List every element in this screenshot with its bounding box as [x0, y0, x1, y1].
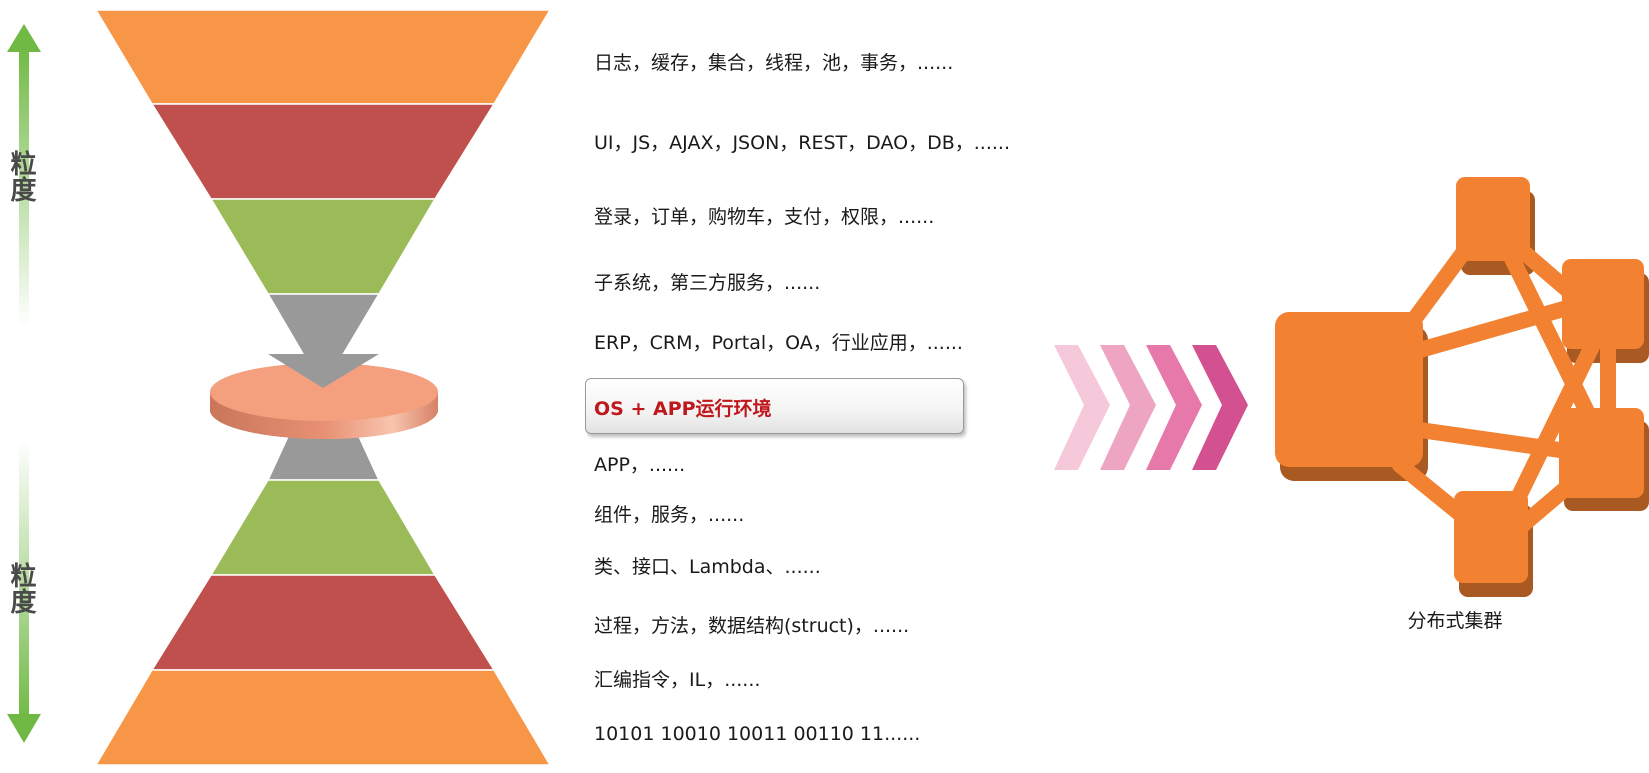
chevron-4: [1192, 345, 1248, 470]
cluster-node-bottom: [1454, 491, 1528, 583]
layer-label-11: 10101 10010 10011 00110 11......: [594, 723, 921, 745]
top-layer-3: [209, 198, 437, 295]
cluster-node-top: [1456, 177, 1530, 261]
runtime-highlight-box: OS + APP运行环境: [585, 378, 964, 434]
layer-label-9: 过程，方法，数据结构(struct)，......: [594, 615, 910, 637]
chevron-arrows-icon: [1054, 345, 1248, 470]
layer-label-1: 日志，缓存，集合，线程，池，事务，......: [594, 52, 954, 74]
layer-label-6: APP，......: [594, 454, 686, 476]
runtime-disc: [210, 354, 438, 439]
layer-label-4: 子系统，第三方服务，......: [594, 272, 821, 294]
cluster-network-icon: [1275, 177, 1649, 597]
layer-label-5: ERP，CRM，Portal，OA，行业应用，......: [594, 332, 963, 354]
layer-label-8: 类、接口、Lambda、......: [594, 556, 821, 578]
bottom-layer-2: [150, 574, 496, 671]
granularity-down-arrow: [7, 440, 41, 743]
layer-label-2: UI，JS，AJAX，JSON，REST，DAO，DB，......: [594, 132, 1010, 154]
cluster-node-main: [1275, 312, 1423, 467]
top-layer-4: [266, 293, 381, 390]
chevron-2: [1100, 345, 1156, 470]
granularity-label-top: 粒度: [6, 150, 36, 202]
granularity-up-arrow: [7, 24, 41, 327]
layer-label-3: 登录，订单，购物车，支付，权限，......: [594, 206, 935, 228]
bottom-pyramid: [94, 429, 552, 766]
cluster-node-right-bottom: [1559, 408, 1644, 498]
layer-label-7: 组件，服务，......: [594, 504, 745, 526]
cluster-node-right-top: [1562, 259, 1644, 349]
bottom-layer-1: [94, 669, 552, 766]
top-layer-2: [150, 103, 496, 200]
top-funnel: [94, 9, 552, 390]
granularity-label-bottom: 粒度: [6, 562, 36, 614]
top-layer-1: [94, 9, 552, 105]
runtime-highlight-label: OS + APP运行环境: [594, 398, 772, 420]
chevron-1: [1054, 345, 1110, 470]
bottom-layer-3: [209, 479, 437, 576]
layer-label-10: 汇编指令，IL，......: [594, 669, 761, 691]
chevron-3: [1146, 345, 1202, 470]
cluster-label: 分布式集群: [1407, 610, 1503, 632]
